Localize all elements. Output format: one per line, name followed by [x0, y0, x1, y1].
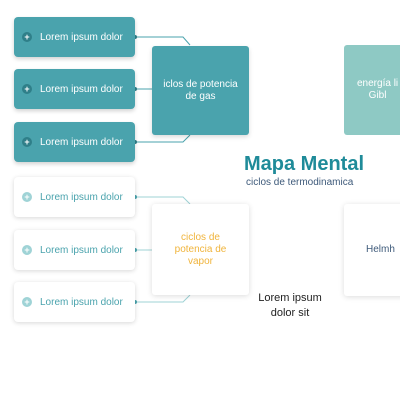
node-vapor-1[interactable]: + Lorem ipsum dolor — [14, 177, 135, 217]
connector-gas-1 — [135, 36, 191, 46]
plus-icon: + — [22, 137, 32, 147]
plus-icon: + — [22, 297, 32, 307]
topic-helmholtz-label: Helmh — [366, 244, 395, 255]
topic-gibbs-energy[interactable]: energía li Gibl — [344, 45, 400, 135]
node-vapor-2[interactable]: + Lorem ipsum dolor — [14, 230, 135, 270]
topic-gas-cycles[interactable]: iclos de potencia de gas — [152, 46, 249, 135]
topic-gibbs-label-line1: energía li — [357, 78, 399, 89]
connector-gas-3 — [135, 134, 191, 143]
node-label: Lorem ipsum dolor — [40, 136, 123, 148]
topic-vapor-cycles[interactable]: ciclos de potencia de vapor — [152, 204, 249, 295]
plus-icon: + — [22, 32, 32, 42]
topic-gibbs-label-line2: Gibl — [368, 90, 387, 101]
node-vapor-3[interactable]: + Lorem ipsum dolor — [14, 282, 135, 322]
connector-vapor-3 — [135, 294, 191, 303]
node-label: Lorem ipsum dolor — [40, 191, 123, 203]
node-gas-1[interactable]: + Lorem ipsum dolor — [14, 17, 135, 57]
plus-icon: + — [22, 245, 32, 255]
node-label: Lorem ipsum dolor — [40, 31, 123, 43]
connector-vapor-1 — [135, 196, 191, 205]
plus-icon: + — [22, 192, 32, 202]
note-text: Lorem ipsum dolor sit — [258, 292, 322, 319]
node-label: Lorem ipsum dolor — [40, 296, 123, 308]
map-title: Mapa Mental — [244, 153, 365, 175]
node-label: Lorem ipsum dolor — [40, 244, 123, 256]
topic-helmholtz[interactable]: Helmh — [344, 204, 400, 296]
node-gas-2[interactable]: + Lorem ipsum dolor — [14, 69, 135, 109]
node-label: Lorem ipsum dolor — [40, 83, 123, 95]
plus-icon: + — [22, 84, 32, 94]
node-gas-3[interactable]: + Lorem ipsum dolor — [14, 122, 135, 162]
topic-gas-label: iclos de potencia de gas — [163, 78, 238, 102]
topic-vapor-label: ciclos de potencia de vapor — [174, 231, 227, 267]
map-subtitle: ciclos de termodinamica — [246, 177, 354, 188]
